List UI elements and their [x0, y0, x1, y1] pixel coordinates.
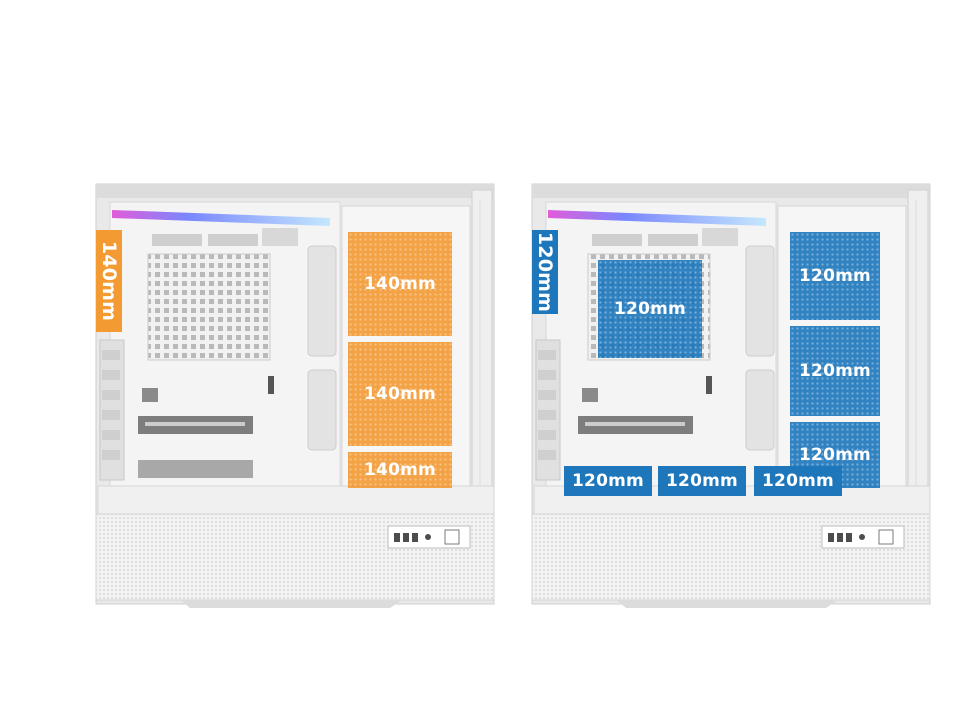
right-bottom-fan-zone-3: 120mm [754, 466, 842, 496]
left-side-fan-label: 140mm [98, 240, 121, 322]
right-bottom-fan-zone-1: 120mm [564, 466, 652, 496]
right-bottom-fan-label-1: 120mm [572, 471, 644, 491]
right-top-fan-label: 120mm [614, 299, 686, 319]
left-side-fan-zone: 140mm [96, 230, 122, 332]
right-front-fan-zone-1: 120mm [790, 232, 880, 320]
right-front-fan-label-3: 120mm [799, 445, 871, 465]
right-case: 120mm 120mm 120mm 120mm 120mm 120mm 120m… [526, 180, 936, 610]
left-case: 140mm 140mm 140mm 140mm [90, 180, 500, 610]
left-front-fan-label-1: 140mm [364, 274, 436, 294]
right-bottom-fan-label-2: 120mm [666, 471, 738, 491]
left-front-fan-zone-1: 140mm [348, 232, 452, 336]
right-bottom-fan-label-3: 120mm [762, 471, 834, 491]
right-top-fan-zone: 120mm [598, 260, 702, 358]
left-front-fan-zone-3: 140mm [348, 452, 452, 488]
left-front-fan-label-3: 140mm [364, 460, 436, 480]
right-front-fan-label-2: 120mm [799, 361, 871, 381]
right-side-fan-zone: 120mm [532, 230, 558, 314]
right-side-fan-label: 120mm [534, 231, 557, 313]
right-front-fan-zone-2: 120mm [790, 326, 880, 416]
right-bottom-fan-zone-2: 120mm [658, 466, 746, 496]
left-front-fan-zone-2: 140mm [348, 342, 452, 446]
left-front-fan-label-2: 140mm [364, 384, 436, 404]
right-front-fan-label-1: 120mm [799, 266, 871, 286]
